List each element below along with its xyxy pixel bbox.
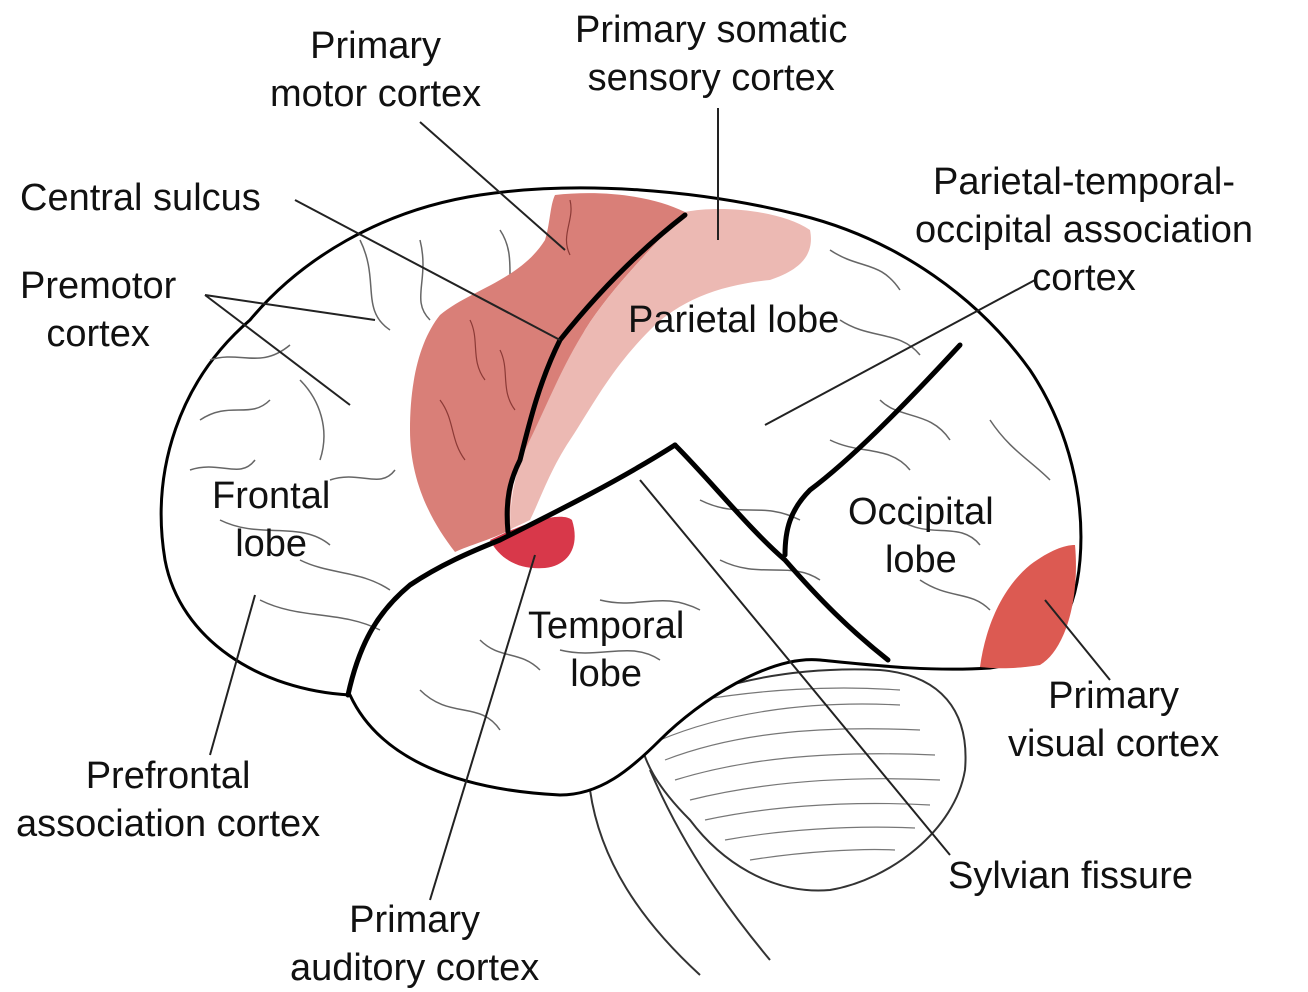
label-parietal-lobe: Parietal lobe [628,296,839,344]
label-sylvian-fissure: Sylvian fissure [948,852,1193,900]
label-central-sulcus: Central sulcus [20,174,261,222]
